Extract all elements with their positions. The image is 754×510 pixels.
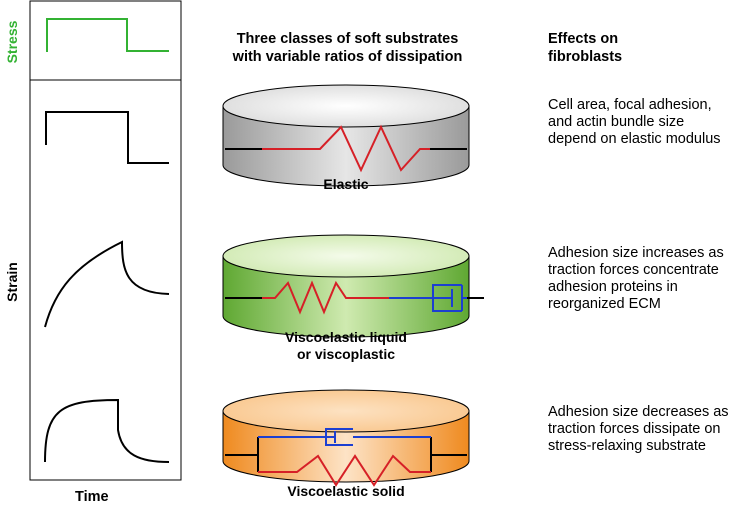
effects-title: Effects on fibroblasts [548,30,622,66]
effect-viscoelastic-liquid: Adhesion size increases as traction forc… [548,245,724,313]
effect-elastic-line: and actin bundle size [548,114,685,130]
elastic-substrate-disk [222,84,470,187]
strain-axis-label: Strain [4,262,20,302]
effect-elastic-line: depend on elastic modulus [548,131,721,147]
viscoelastic-solid-label: Viscoelastic solid [287,483,405,499]
dashpot-viscoelastic-solid [258,428,431,446]
time-axis-label: Time [75,489,109,505]
elastic-label: Elastic [323,176,369,192]
effect-viscoelastic-solid-line: Adhesion size decreases as [548,404,729,420]
substrates-title-line2: with variable ratios of dissipation [232,49,463,65]
substrates-title: Three classes of soft substrates with va… [210,30,485,66]
spring-viscoelastic-liquid [262,280,389,315]
effect-viscoelastic-liquid-line: traction forces concentrate [548,262,719,278]
effect-elastic-line: Cell area, focal adhesion, [548,97,712,113]
viscoelastic-liquid-label-line2: or viscoplastic [296,346,396,362]
effect-elastic: Cell area, focal adhesion, and actin bun… [548,97,721,148]
effect-viscoelastic-liquid-line: adhesion proteins in [548,279,678,295]
stress-box [29,0,182,81]
viscoelastic-liquid-label-line1: Viscoelastic liquid [285,329,407,345]
effect-viscoelastic-liquid-line: Adhesion size increases as [548,245,724,261]
effect-viscoelastic-solid-line: stress-relaxing substrate [548,438,706,454]
viscoelastic-liquid-substrate-disk [222,234,484,338]
effect-viscoelastic-solid-line: traction forces dissipate on [548,421,721,437]
viscoelastic-liquid-label: Viscoelastic liquid or viscoplastic [226,329,466,363]
effect-viscoelastic-solid: Adhesion size decreases as traction forc… [548,404,729,455]
strain-curve-elastic [45,111,169,164]
effects-title-line1: Effects on [548,31,619,47]
spring-viscoelastic-solid [258,454,431,487]
strain-curve-viscoelastic-solid [44,398,170,463]
stress-step-curve [46,18,169,52]
substrates-title-line1: Three classes of soft substrates [236,31,459,47]
stress-axis-label: Stress [4,20,20,63]
spring-elastic [262,124,430,173]
effects-title-line2: fibroblasts [548,49,623,65]
strain-curve-viscoelastic-liquid [44,240,170,328]
strain-box [29,79,182,481]
effect-viscoelastic-liquid-line: reorganized ECM [548,296,661,312]
viscoelastic-solid-substrate-disk [222,389,470,487]
